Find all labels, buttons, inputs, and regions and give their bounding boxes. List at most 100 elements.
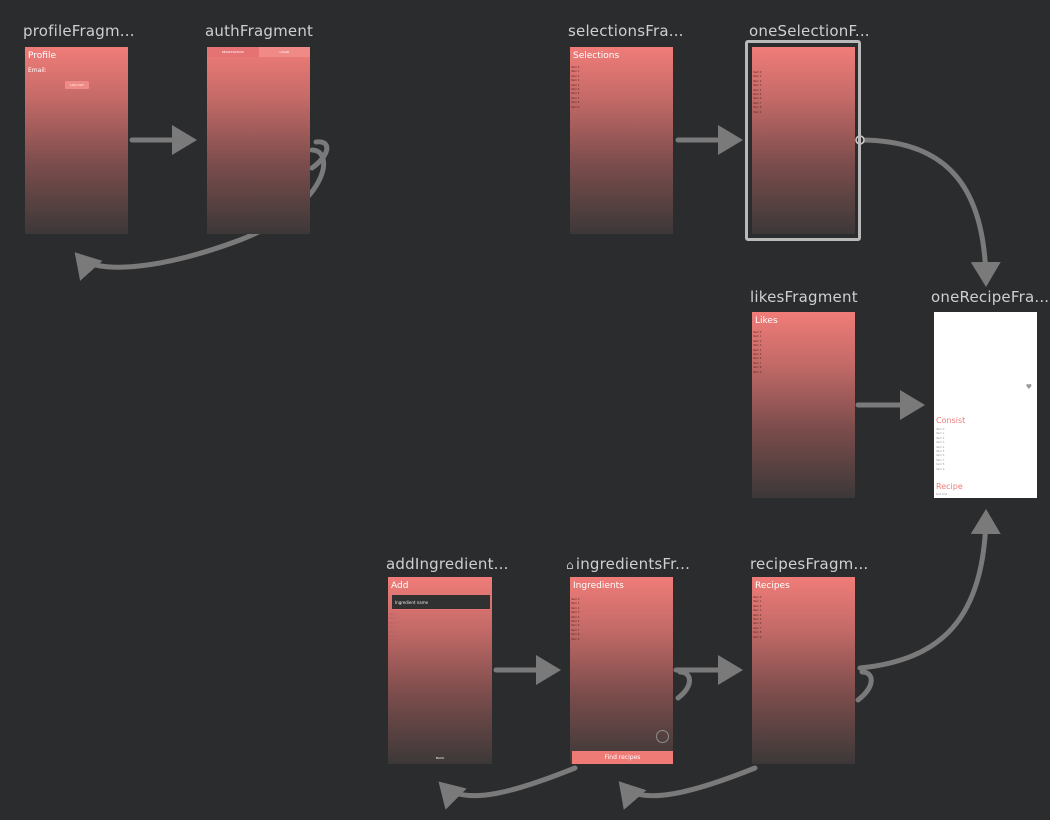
list-item[interactable]: Item 9 [753, 110, 762, 114]
profile-fragment-title: profileFragm... [23, 22, 135, 40]
list-item[interactable]: Item 7 [571, 628, 580, 632]
list-item[interactable]: Item 3 [753, 344, 762, 348]
list-item[interactable]: Item 5 [753, 353, 762, 357]
list-item[interactable]: Item 9 [753, 635, 762, 639]
list-item[interactable]: Item 4 [389, 630, 398, 634]
list-item[interactable]: Item 4 [753, 348, 762, 352]
list-item[interactable]: Item 0 [571, 598, 580, 601]
list-item[interactable]: Item 4 [753, 88, 762, 92]
profile-header: Profile [28, 51, 56, 61]
likes-fragment[interactable]: Likes Item 0 Item 1 Item 2 Item 3 Item 4… [752, 312, 855, 498]
list-item[interactable]: Item 8 [571, 633, 580, 637]
tab-registration[interactable]: REGISTRATION [207, 47, 259, 57]
action-recipes-to-onerecipe[interactable] [857, 509, 1001, 671]
list-item[interactable]: Item 5 [571, 88, 580, 92]
oneselection-fragment[interactable]: Item 0 Item 1 Item 2 Item 3 Item 4 Item … [752, 47, 855, 234]
list-item[interactable]: Item 6 [753, 97, 762, 101]
list-item: Item 3 [936, 441, 945, 445]
list-item[interactable]: Item 5 [571, 620, 580, 624]
recipe-text: text text [936, 493, 947, 497]
list-item: Item 1 [936, 432, 945, 436]
ingredients-title-text: ingredientsFr... [575, 555, 691, 573]
list-item[interactable]: Item 1 [571, 70, 580, 74]
list-item[interactable]: Item 6 [571, 624, 580, 628]
list-item[interactable]: Item 6 [571, 92, 580, 96]
recipes-fragment[interactable]: Recipes Item 0 Item 1 Item 2 Item 3 Item… [752, 577, 855, 764]
list-item[interactable]: Item 3 [753, 84, 762, 88]
list-item[interactable]: Item 3 [571, 611, 580, 615]
list-item[interactable]: Item 8 [389, 648, 398, 652]
add-fab-icon[interactable] [656, 730, 669, 743]
list-item[interactable]: Item 6 [389, 639, 398, 643]
ingredients-fragment[interactable]: Ingredients Item 0 Item 1 Item 2 Item 3 … [570, 577, 673, 764]
list-item[interactable]: Item 0 [389, 613, 398, 616]
list-item[interactable]: Item 7 [571, 96, 580, 100]
list-item[interactable]: Item 2 [389, 621, 398, 625]
list-item[interactable]: Item 9 [389, 652, 398, 656]
selections-fragment-title: selectionsFra... [568, 22, 684, 40]
list-item[interactable]: Item 9 [571, 105, 580, 109]
list-item[interactable]: Item 8 [753, 631, 762, 635]
list-item[interactable]: Item 7 [753, 626, 762, 630]
list-item: Item 4 [936, 445, 945, 449]
home-icon: ⌂ [566, 558, 574, 572]
list-item[interactable]: Item 9 [571, 637, 580, 641]
ingredients-fragment-title: ⌂ingredientsFr... [566, 555, 690, 573]
profile-fragment[interactable]: Profile Email: LOG OUT [25, 47, 128, 234]
list-item[interactable]: Item 1 [753, 600, 762, 604]
list-item[interactable]: Item 0 [753, 331, 762, 334]
list-item[interactable]: Item 3 [753, 609, 762, 613]
list-item[interactable]: Item 0 [753, 596, 762, 599]
recipe-label: Recipe [936, 482, 963, 491]
list-item[interactable]: Item 3 [571, 79, 580, 83]
selections-list: Item 0 Item 1 Item 2 Item 3 Item 4 Item … [571, 66, 579, 110]
list-item[interactable]: Item 6 [753, 357, 762, 361]
list-item[interactable]: Item 4 [753, 613, 762, 617]
list-item[interactable]: Item 9 [753, 370, 762, 374]
list-item[interactable]: Item 4 [571, 615, 580, 619]
heart-icon[interactable]: ♥ [1025, 383, 1032, 391]
list-item[interactable]: Item 8 [571, 101, 580, 105]
list-item[interactable]: Item 5 [753, 618, 762, 622]
list-item[interactable]: Item 1 [389, 617, 398, 621]
list-item[interactable]: Item 6 [753, 622, 762, 626]
list-item[interactable]: Item 5 [753, 93, 762, 97]
tab-login[interactable]: LOGIN [258, 47, 310, 57]
onerecipe-fragment[interactable]: ♥ Consist Item 0 Item 1 Item 2 Item 3 It… [934, 312, 1037, 498]
selected-destination-frame [745, 40, 861, 241]
list-item[interactable]: Item 7 [753, 361, 762, 365]
list-item[interactable]: Item 2 [753, 79, 762, 83]
list-item[interactable]: Item 1 [753, 335, 762, 339]
oneselection-fragment-title: oneSelectionF... [749, 22, 870, 40]
auth-fragment[interactable]: REGISTRATION LOGIN [207, 47, 310, 234]
find-recipes-button[interactable]: Find recipes [572, 751, 673, 764]
recipes-fragment-title: recipesFragm... [750, 555, 869, 573]
selections-fragment[interactable]: Selections Item 0 Item 1 Item 2 Item 3 I… [570, 47, 673, 234]
list-item[interactable]: Item 7 [389, 643, 398, 647]
list-item[interactable]: Item 0 [753, 71, 762, 74]
list-item[interactable]: Item 5 [389, 635, 398, 639]
back-button[interactable]: BACK [435, 756, 445, 760]
list-item[interactable]: Item 0 [571, 66, 580, 69]
logout-button[interactable]: LOG OUT [65, 81, 89, 89]
onerecipe-fragment-title: oneRecipeFra... [931, 288, 1050, 306]
list-item[interactable]: Item 4 [571, 83, 580, 87]
recipes-header: Recipes [755, 581, 790, 591]
list-item[interactable]: Item 2 [571, 74, 580, 78]
list-item[interactable]: Item 1 [753, 75, 762, 79]
list-item[interactable]: Item 8 [753, 366, 762, 370]
action-oneselection-to-onerecipe[interactable] [857, 137, 1001, 287]
list-item[interactable]: Item 8 [753, 106, 762, 110]
list-item[interactable]: Item 2 [753, 339, 762, 343]
list-item[interactable]: Item 2 [571, 606, 580, 610]
list-item[interactable]: Item 1 [571, 602, 580, 606]
add-header: Add [391, 581, 409, 591]
ingredient-name-input[interactable]: Ingredient name [392, 595, 490, 610]
consist-list: Item 0 Item 1 Item 2 Item 3 Item 4 Item … [936, 428, 944, 472]
list-item[interactable]: Item 7 [753, 101, 762, 105]
addingredient-fragment[interactable]: Add Ingredient name Item 0 Item 1 Item 2… [388, 577, 492, 764]
list-item[interactable]: Item 2 [753, 604, 762, 608]
list-item[interactable]: Item 3 [389, 626, 398, 630]
